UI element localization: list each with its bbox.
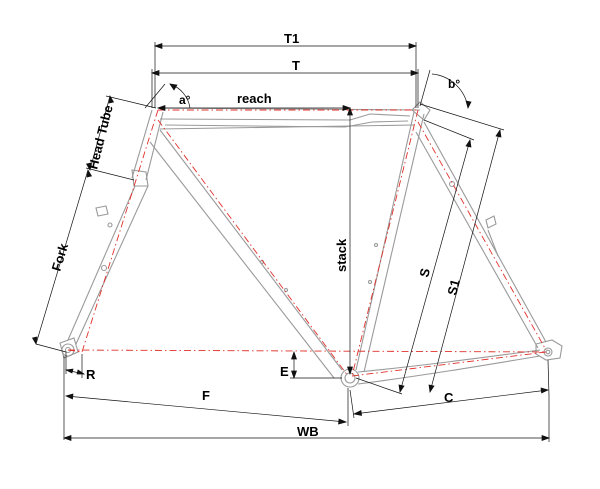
t1-dimension xyxy=(153,42,418,108)
seat-tube xyxy=(355,101,431,373)
rake-centerline xyxy=(67,349,83,353)
seat-stays xyxy=(415,121,547,349)
wb-dimension xyxy=(62,396,551,442)
label-wb: WB xyxy=(297,424,319,439)
f-dimension xyxy=(63,356,349,440)
label-r: R xyxy=(86,367,96,382)
top-tube xyxy=(157,107,421,130)
label-s: S xyxy=(416,266,433,278)
label-t: T xyxy=(292,58,300,73)
seat-stay-centerline xyxy=(417,121,547,351)
label-b-angle: b° xyxy=(448,77,460,91)
label-head-tube: Head Tube xyxy=(85,104,115,171)
label-c: C xyxy=(444,390,454,405)
label-reach: reach xyxy=(237,91,272,106)
down-tube xyxy=(149,129,343,379)
bike-frame xyxy=(59,101,563,388)
dimension-lines xyxy=(31,42,551,442)
stack-dimension xyxy=(347,106,353,376)
label-stack: stack xyxy=(334,238,349,272)
fork xyxy=(59,185,149,359)
chain-stays xyxy=(357,349,541,385)
seat-angle-arc xyxy=(419,69,472,109)
label-a-angle: a° xyxy=(179,93,191,107)
seat-tube-centerline xyxy=(351,109,419,377)
axle-line xyxy=(67,349,547,353)
steer-axis-centerline xyxy=(81,109,159,353)
dimension-labels: T1 T reach a° b° Head Tube Fork stack S … xyxy=(49,31,463,439)
label-s1: S1 xyxy=(444,278,462,297)
e-dimension xyxy=(290,350,342,380)
chain-stay-centerline xyxy=(351,351,547,377)
head-tube xyxy=(131,109,164,187)
r-dimension xyxy=(64,352,86,378)
s1-dimension xyxy=(419,103,505,393)
fork-dimension xyxy=(31,168,93,353)
label-fork: Fork xyxy=(49,241,72,273)
t-dimension xyxy=(150,69,420,108)
label-f: F xyxy=(202,388,210,403)
label-t1: T1 xyxy=(284,31,299,46)
head-tube-dimension xyxy=(85,94,157,181)
c-dimension xyxy=(349,359,550,419)
geometry-centerlines xyxy=(67,109,547,377)
head-angle-arc xyxy=(144,83,191,109)
down-tube-centerline xyxy=(157,119,349,377)
label-e: E xyxy=(280,364,289,379)
s-dimension xyxy=(355,119,475,395)
